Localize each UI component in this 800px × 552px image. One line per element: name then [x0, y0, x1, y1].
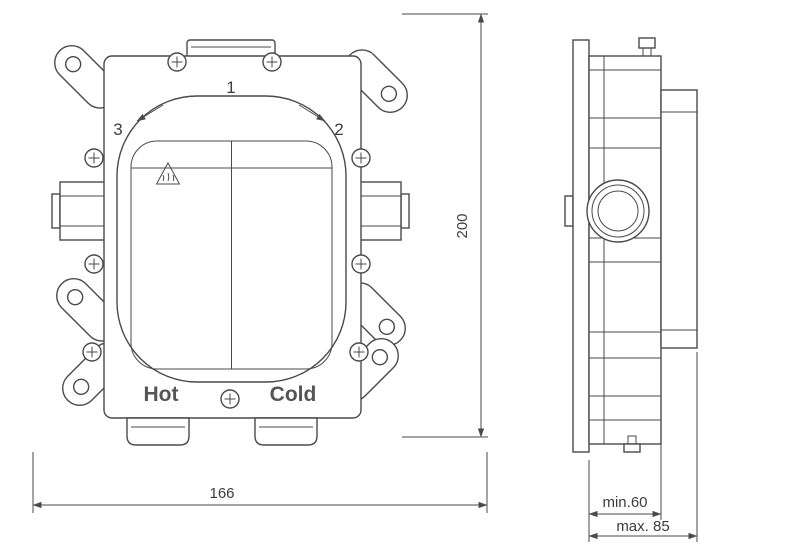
phillips-screw-icon	[82, 342, 102, 362]
body-profile	[588, 55, 662, 445]
hot-label: Hot	[144, 383, 179, 406]
phillips-screw-icon	[262, 52, 282, 72]
front-view: 1 3 2 Hot Cold	[46, 37, 416, 446]
phillips-screw-icon	[84, 254, 104, 274]
depth-max-dimension-label: max. 85	[616, 518, 669, 535]
flange-plate	[572, 39, 590, 453]
step-arrow-left-icon	[136, 104, 164, 122]
step-label-2: 2	[334, 120, 343, 139]
side-view	[564, 37, 698, 453]
cold-label: Cold	[270, 383, 317, 406]
bottom-connector-hot	[126, 417, 190, 446]
bottom-bolt	[623, 443, 641, 453]
width-dimension-label: 166	[209, 485, 234, 502]
flange-notch	[564, 195, 574, 227]
rough-in-box	[660, 89, 698, 349]
phillips-screw-icon	[84, 148, 104, 168]
phillips-screw-icon	[167, 52, 187, 72]
hot-surface-warning-icon	[155, 161, 181, 185]
step-label-1: 1	[226, 78, 235, 97]
step-label-3: 3	[113, 120, 122, 139]
inlet-port-circle	[586, 179, 650, 243]
height-dimension-label: 200	[454, 213, 471, 238]
side-port-right	[354, 181, 410, 241]
dimension-height: 200	[402, 13, 488, 438]
phillips-screw-icon	[351, 148, 371, 168]
phillips-screw-icon	[220, 389, 240, 409]
phillips-screw-icon	[351, 254, 371, 274]
dimension-width: 166	[32, 452, 488, 513]
step-arrow-right-icon	[298, 104, 326, 122]
side-port-left	[51, 181, 107, 241]
dimension-depth: min.60 max. 85	[588, 352, 698, 542]
depth-min-dimension-label: min.60	[602, 494, 647, 511]
top-bolt	[638, 37, 656, 49]
phillips-screw-icon	[349, 342, 369, 362]
cover-panel	[130, 140, 333, 370]
bottom-connector-cold	[254, 417, 318, 446]
